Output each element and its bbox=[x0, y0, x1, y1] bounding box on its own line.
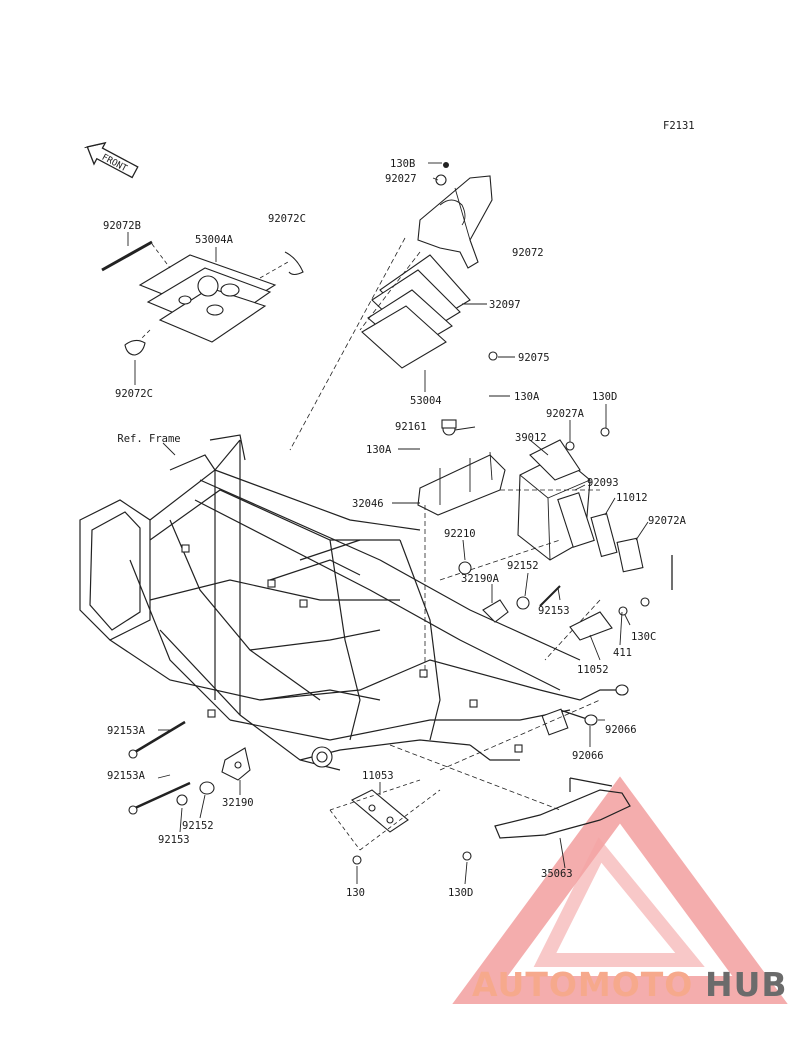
label-92153a-2: 92153A bbox=[107, 770, 146, 782]
bracket-32046 bbox=[417, 451, 506, 680]
label-11012: 11012 bbox=[616, 492, 648, 504]
label-92027: 92027 bbox=[385, 173, 417, 185]
label-32190: 32190 bbox=[222, 797, 254, 809]
label-11053: 11053 bbox=[362, 770, 394, 782]
label-92072c-top: 92072C bbox=[268, 213, 306, 225]
label-92072b: 92072B bbox=[103, 220, 141, 232]
label-130d-bot: 130D bbox=[448, 887, 473, 899]
label-130c: 130C bbox=[631, 631, 656, 643]
small-parts bbox=[458, 561, 650, 726]
front-arrow-icon: FRONT bbox=[84, 141, 139, 179]
label-92072: 92072 bbox=[512, 247, 544, 259]
left-bolts bbox=[128, 720, 251, 815]
label-35063: 35063 bbox=[541, 868, 573, 880]
label-92152-r: 92152 bbox=[507, 560, 539, 572]
label-411: 411 bbox=[613, 647, 632, 659]
main-frame bbox=[79, 434, 620, 771]
label-92093: 92093 bbox=[587, 477, 619, 489]
label-92072c-bot: 92072C bbox=[115, 388, 153, 400]
part-labels: Ref. Frame 130B 92027 92072B 92072C 5300… bbox=[103, 158, 687, 899]
label-92027a: 92027A bbox=[546, 408, 585, 420]
label-92066-1: 92066 bbox=[605, 724, 637, 736]
label-130a-1: 130A bbox=[514, 391, 540, 403]
label-92072a: 92072A bbox=[648, 515, 687, 527]
skid-plate-11053 bbox=[329, 779, 441, 865]
cover-32097 bbox=[289, 162, 498, 451]
label-32046: 32046 bbox=[352, 498, 384, 510]
ref-frame-label: Ref. Frame bbox=[117, 433, 180, 445]
label-92153-l: 92153 bbox=[158, 834, 190, 846]
figure-id: F2131 bbox=[663, 120, 695, 132]
label-53004: 53004 bbox=[410, 395, 442, 407]
panel-53004a bbox=[101, 240, 304, 356]
label-92153-r: 92153 bbox=[538, 605, 570, 617]
label-92210: 92210 bbox=[444, 528, 476, 540]
label-53004a: 53004A bbox=[195, 234, 234, 246]
label-39012: 39012 bbox=[515, 432, 547, 444]
label-92066-2: 92066 bbox=[572, 750, 604, 762]
watermark-text-2: HUB bbox=[705, 965, 788, 1004]
label-32190a: 32190A bbox=[461, 573, 500, 585]
label-130b: 130B bbox=[390, 158, 415, 170]
label-130: 130 bbox=[346, 887, 365, 899]
battery-parts bbox=[439, 419, 673, 661]
label-92161: 92161 bbox=[395, 421, 427, 433]
watermark-text-1: AUTOMOTO bbox=[472, 965, 693, 1004]
leader-lines bbox=[127, 162, 649, 885]
label-11052: 11052 bbox=[577, 664, 609, 676]
label-92152-l: 92152 bbox=[182, 820, 214, 832]
rear-bumper-35063 bbox=[389, 699, 631, 861]
label-130a-2: 130A bbox=[366, 444, 392, 456]
label-32097: 32097 bbox=[489, 299, 521, 311]
label-92153a-1: 92153A bbox=[107, 725, 146, 737]
label-130d-top: 130D bbox=[592, 391, 617, 403]
label-92075: 92075 bbox=[518, 352, 550, 364]
watermark-logo: AUTOMOTO HUB bbox=[452, 776, 788, 1004]
